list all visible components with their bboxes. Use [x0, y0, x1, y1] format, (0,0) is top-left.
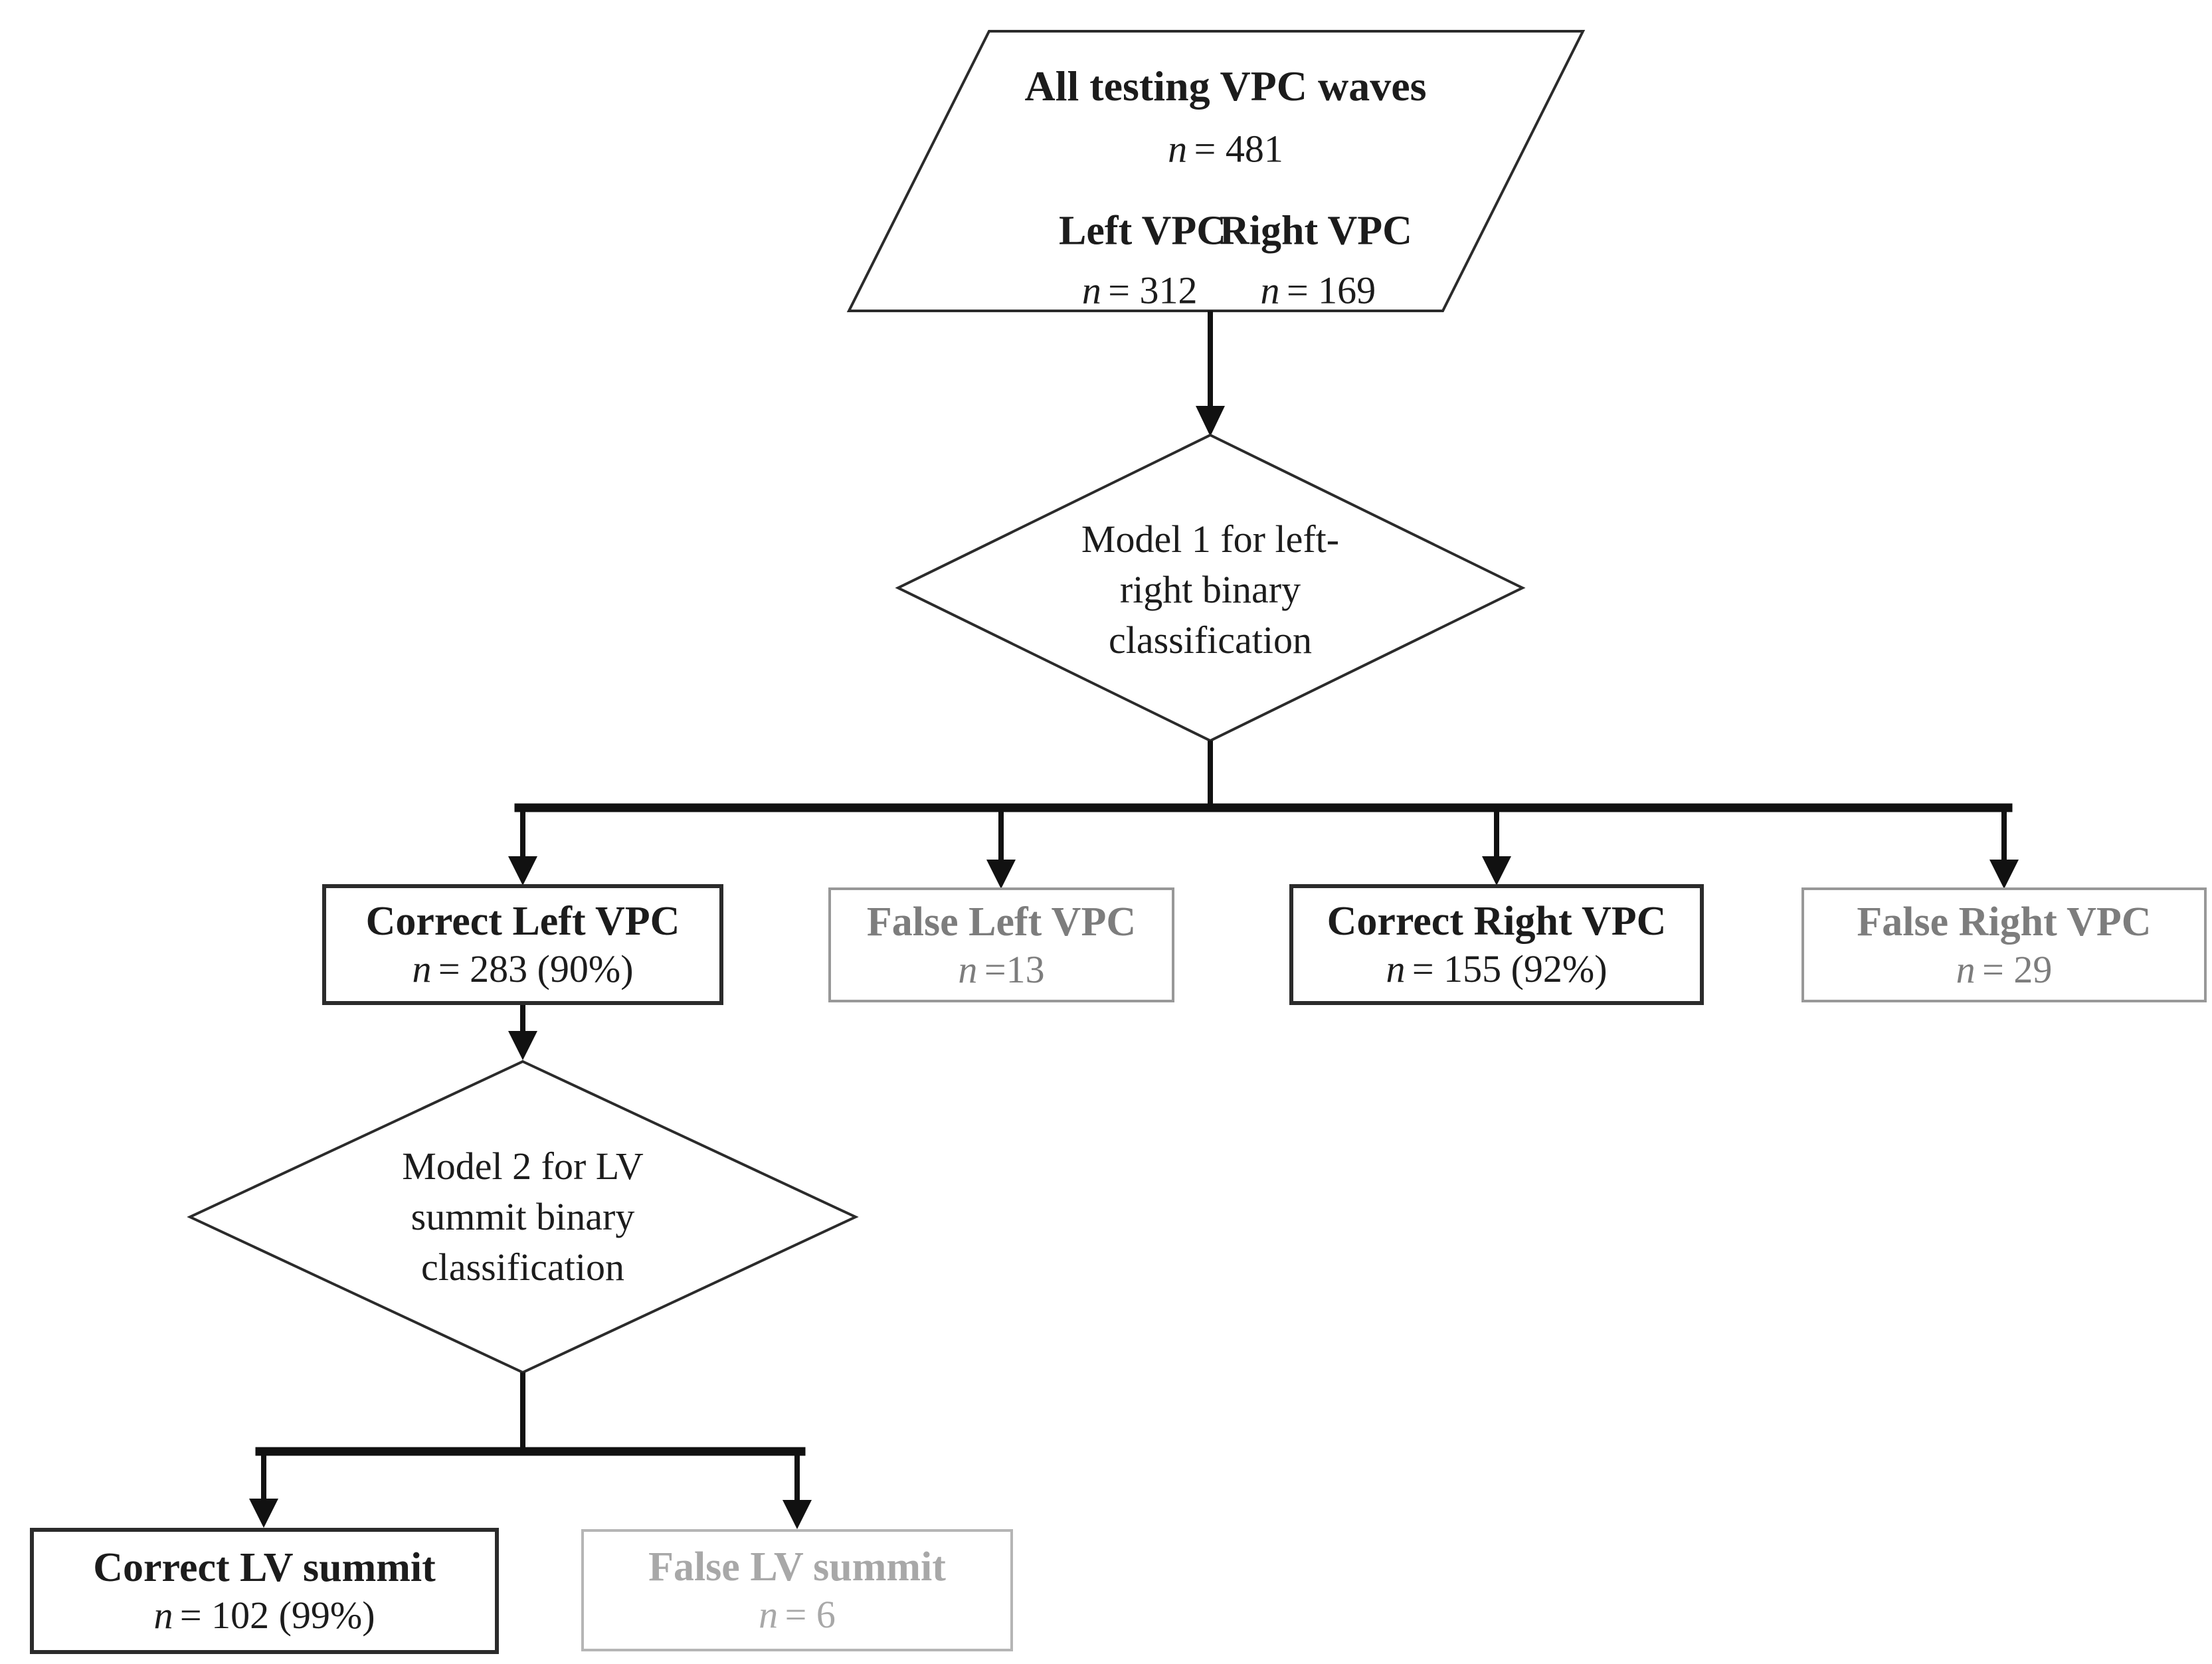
- outcome-correct-left-stat: n= 283 (90%): [412, 949, 633, 989]
- outcome-false-left-stat: n=13: [958, 947, 1045, 991]
- arrowhead-correct-right: [1482, 856, 1511, 885]
- outcome-correct-left-n-value: = 283 (90%): [438, 947, 634, 990]
- outcome-false-lv-label: False LV summit: [648, 1544, 946, 1590]
- source-right-label: Right VPC: [1220, 208, 1412, 254]
- decision-model2-line3: classification: [420, 1246, 624, 1289]
- arrowhead-source-to-model1: [1196, 406, 1225, 436]
- outcome-correct-lv-box: Correct LV summit n= 102 (99%): [30, 1528, 499, 1654]
- outcome-correct-right-n-var: n: [1386, 947, 1406, 990]
- source-left-label: Left VPC: [1059, 208, 1227, 254]
- outcome-correct-left-box: Correct Left VPC n= 283 (90%): [322, 884, 723, 1005]
- outcome-false-lv-n-value: = 6: [784, 1593, 836, 1636]
- source-left-n-var: n: [1081, 268, 1101, 312]
- decision-model2-line1: Model 2 for LV: [402, 1145, 644, 1188]
- decision-model1-line3: classification: [1108, 618, 1313, 662]
- source-left-n: n= 312: [1082, 269, 1198, 312]
- source-n-value: = 481: [1194, 127, 1283, 171]
- outcome-false-right-n-var: n: [1956, 947, 1976, 991]
- arrowhead-correct-lv: [249, 1499, 278, 1528]
- outcome-false-left-label: False Left VPC: [866, 899, 1137, 945]
- outcome-false-right-box: False Right VPC n= 29: [1801, 887, 2207, 1002]
- decision-model1-text: Model 1 for left- right binary classific…: [1081, 514, 1339, 666]
- arrowhead-false-right: [1989, 860, 2019, 889]
- decision-model1-line1: Model 1 for left-: [1081, 517, 1340, 561]
- decision-model2-text: Model 2 for LV summit binary classificat…: [402, 1141, 644, 1293]
- outcome-correct-right-label: Correct Right VPC: [1327, 899, 1667, 944]
- outcome-false-lv-stat: n= 6: [759, 1595, 836, 1635]
- source-n-line: n= 481: [1168, 127, 1283, 171]
- arrowhead-false-lv: [783, 1500, 812, 1529]
- source-right-n-value: = 169: [1286, 268, 1376, 312]
- outcome-correct-lv-n-var: n: [153, 1594, 173, 1637]
- source-right-n-var: n: [1260, 268, 1280, 312]
- source-left-right-labels: Left VPCRight VPC: [1059, 208, 1412, 255]
- source-parallelogram-shape: [846, 30, 1586, 312]
- decision-model2-line2: summit binary: [411, 1195, 635, 1238]
- outcome-correct-lv-n-value: = 102 (99%): [179, 1594, 375, 1637]
- outcome-correct-right-box: Correct Right VPC n= 155 (92%): [1289, 884, 1704, 1005]
- outcome-false-lv-box: False LV summit n= 6: [581, 1529, 1013, 1651]
- arrowhead-correctleft-to-model2: [508, 1031, 537, 1060]
- outcome-correct-lv-stat: n= 102 (99%): [153, 1596, 375, 1635]
- source-title: All testing VPC waves: [1024, 62, 1427, 110]
- outcome-false-right-label: False Right VPC: [1857, 899, 2152, 945]
- outcome-correct-left-n-var: n: [412, 947, 432, 990]
- outcome-false-right-stat: n= 29: [1956, 947, 2053, 991]
- outcome-false-left-n-value: =13: [984, 947, 1045, 991]
- arrowhead-correct-left: [508, 856, 537, 885]
- outcome-false-left-n-var: n: [958, 947, 978, 991]
- source-n-var: n: [1168, 127, 1188, 171]
- outcome-correct-left-label: Correct Left VPC: [365, 899, 680, 944]
- outcome-correct-right-n-value: = 155 (92%): [1412, 947, 1608, 990]
- decision-model1-line2: right binary: [1119, 568, 1301, 611]
- source-right-n: n= 169: [1261, 269, 1376, 312]
- arrowhead-false-left: [986, 860, 1016, 889]
- outcome-false-left-box: False Left VPC n=13: [828, 887, 1174, 1002]
- outcome-correct-right-stat: n= 155 (92%): [1386, 949, 1607, 989]
- outcome-false-lv-n-var: n: [759, 1593, 779, 1636]
- outcome-correct-lv-label: Correct LV summit: [93, 1545, 436, 1590]
- outcome-false-right-n-value: = 29: [1982, 947, 2053, 991]
- source-left-n-value: = 312: [1108, 268, 1198, 312]
